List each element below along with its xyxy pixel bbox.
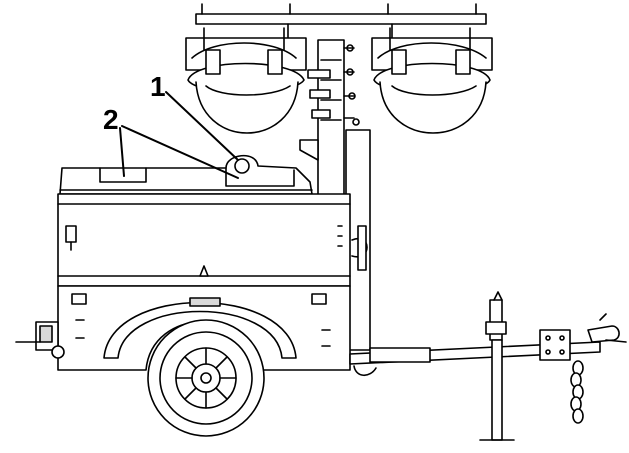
leader-line-2a	[119, 127, 125, 177]
leader-lines	[119, 91, 239, 179]
roof-lid	[59, 154, 313, 195]
jack-stand	[479, 291, 515, 441]
flood-lamp-left	[185, 27, 307, 134]
safety-chain	[570, 360, 584, 424]
lower-frame	[57, 285, 351, 371]
leader-line-1	[165, 91, 239, 161]
wheel	[147, 319, 265, 437]
callout-1: 1	[150, 71, 166, 102]
enclosure	[57, 193, 351, 287]
coupler	[587, 313, 627, 343]
rear-bracket	[15, 321, 65, 359]
leader-line-2b	[121, 125, 239, 179]
callout-2: 2	[103, 104, 119, 135]
tongue	[349, 329, 601, 377]
flood-lamp-right	[371, 27, 493, 134]
